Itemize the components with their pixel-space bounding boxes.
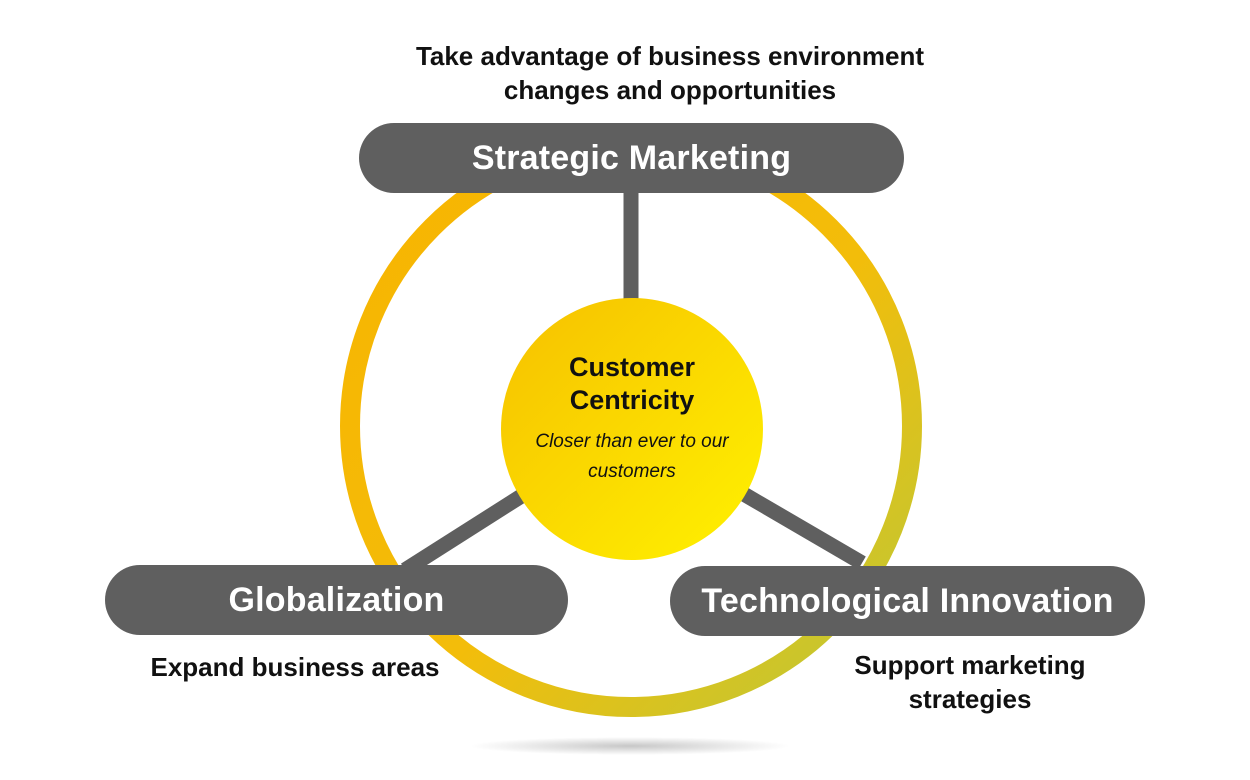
globalization-node: Globalization: [105, 565, 568, 635]
connector-right: [738, 486, 866, 570]
globalization-caption: Expand business areas: [150, 652, 440, 682]
center-circle: [501, 298, 763, 560]
strategic-marketing-label: Strategic Marketing: [471, 138, 792, 177]
connector-left: [400, 488, 528, 577]
strategic-marketing-node: Strategic Marketing: [359, 123, 904, 193]
center-subtitle: Closer than ever to our customers: [535, 431, 729, 482]
center-title: Customer Centricity: [568, 352, 696, 415]
center-hub: Customer Centricity Closer than ever to …: [501, 298, 763, 560]
technological-innovation-node: Technological Innovation: [670, 566, 1145, 636]
globalization-label: Globalization: [228, 580, 445, 619]
technological-innovation-label: Technological Innovation: [701, 581, 1114, 620]
ground-shadow: [470, 737, 790, 755]
strategic-caption: Take advantage of business environment c…: [415, 41, 925, 105]
technology-caption: Support marketing strategies: [854, 650, 1086, 714]
